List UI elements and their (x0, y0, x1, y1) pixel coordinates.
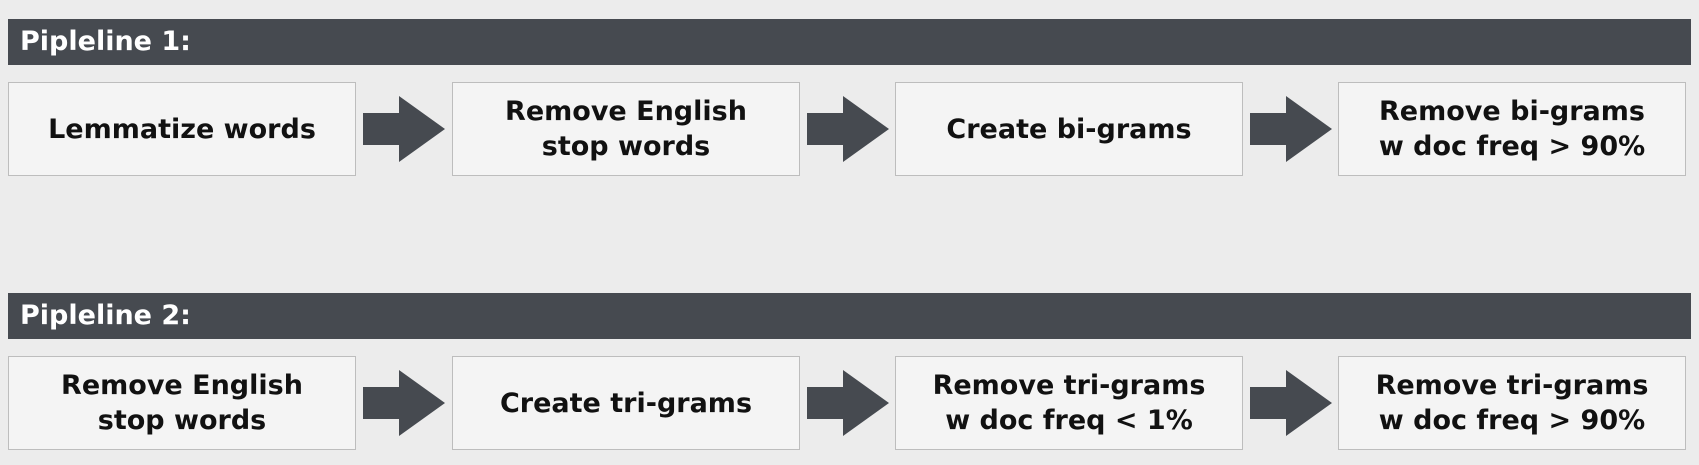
pipeline-1: Pipleline 1: Lemmatize words Remove Engl… (8, 19, 1691, 176)
pipeline-1-step-4-label: Remove bi-grams w doc freq > 90% (1378, 96, 1646, 162)
right-arrow-icon (807, 370, 889, 436)
right-arrow-icon (363, 96, 445, 162)
pipeline-2-step-3: Remove tri-grams w doc freq < 1% (895, 356, 1243, 450)
pipeline-2: Pipleline 2: Remove English stop words C… (8, 293, 1691, 450)
pipeline-2-step-2: Create tri-grams (452, 356, 800, 450)
pipeline-2-step-1-label: Remove English stop words (61, 370, 303, 436)
pipeline-1-step-1: Lemmatize words (8, 82, 356, 176)
pipeline-2-step-4-label: Remove tri-grams w doc freq > 90% (1375, 370, 1649, 436)
pipeline-1-steps: Lemmatize words Remove English stop word… (8, 82, 1691, 176)
pipeline-2-step-4: Remove tri-grams w doc freq > 90% (1338, 356, 1686, 450)
pipeline-2-step-3-label: Remove tri-grams w doc freq < 1% (932, 370, 1206, 436)
pipeline-2-title: Pipleline 2: (8, 293, 1691, 339)
pipeline-1-step-3-label: Create bi-grams (946, 113, 1192, 145)
pipeline-1-step-3: Create bi-grams (895, 82, 1243, 176)
pipeline-2-steps: Remove English stop words Create tri-gra… (8, 356, 1691, 450)
right-arrow-icon (363, 370, 445, 436)
right-arrow-icon (807, 96, 889, 162)
right-arrow-icon (1250, 370, 1332, 436)
pipeline-1-title: Pipleline 1: (8, 19, 1691, 65)
pipeline-1-step-2-label: Remove English stop words (505, 96, 747, 162)
pipeline-1-step-1-label: Lemmatize words (48, 113, 316, 145)
right-arrow-icon (1250, 96, 1332, 162)
pipeline-1-step-2: Remove English stop words (452, 82, 800, 176)
pipeline-2-step-1: Remove English stop words (8, 356, 356, 450)
pipeline-1-step-4: Remove bi-grams w doc freq > 90% (1338, 82, 1686, 176)
pipeline-2-step-2-label: Create tri-grams (499, 387, 753, 419)
